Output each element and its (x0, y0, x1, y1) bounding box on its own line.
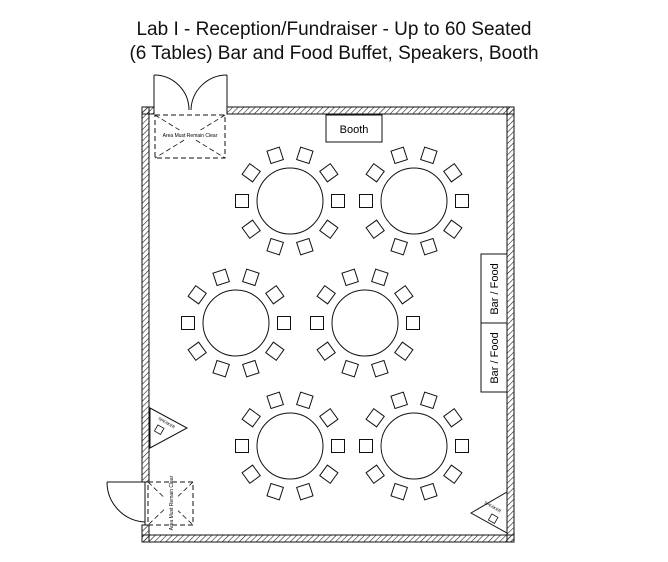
chair (266, 482, 284, 501)
round-table (235, 146, 345, 256)
chair (443, 219, 463, 239)
table-top (380, 412, 448, 480)
booth-label: Booth (340, 124, 369, 136)
chair (455, 194, 469, 208)
chair (266, 237, 284, 256)
chair (265, 341, 285, 361)
chair (319, 163, 339, 183)
speaker-left: SPEAKER (149, 407, 189, 449)
speaker-right: SPEAKER (469, 491, 508, 534)
table-top (380, 167, 448, 235)
clear-area-side: Area Must Remain Clear (147, 475, 194, 530)
room-walls (141, 106, 515, 543)
chair (331, 194, 345, 208)
chair (241, 464, 261, 484)
seating-tables (181, 146, 469, 501)
chair (455, 439, 469, 453)
chair (266, 146, 284, 165)
chair (235, 194, 249, 208)
chair (235, 439, 249, 453)
chair (390, 237, 408, 256)
chair (420, 482, 438, 501)
chair (187, 285, 207, 305)
chair (371, 359, 389, 378)
table-top (256, 412, 324, 480)
chair (241, 163, 261, 183)
chair (319, 219, 339, 239)
chair (365, 163, 385, 183)
chair (331, 439, 345, 453)
chair (319, 464, 339, 484)
chair (310, 316, 324, 330)
chair (443, 464, 463, 484)
chair (365, 408, 385, 428)
clear-area-top: Area Must Remain Clear (154, 114, 226, 159)
chair (241, 219, 261, 239)
chair (242, 359, 260, 378)
chair (371, 268, 389, 287)
chair (359, 194, 373, 208)
clear-area-top-label: Area Must Remain Clear (163, 133, 218, 139)
round-table (181, 268, 291, 378)
chair (277, 316, 291, 330)
bar-food-label-1: Bar / Food (489, 263, 501, 314)
chair (241, 408, 261, 428)
chair (265, 285, 285, 305)
double-door-icon (153, 74, 228, 111)
chair (365, 464, 385, 484)
side-door-icon (106, 481, 146, 525)
chair (181, 316, 195, 330)
chair (316, 285, 336, 305)
chair (390, 391, 408, 410)
chair (365, 219, 385, 239)
chair (390, 482, 408, 501)
speaker-icon (153, 424, 165, 436)
chair (406, 316, 420, 330)
bar-food-label-2: Bar / Food (489, 332, 501, 383)
chair (341, 359, 359, 378)
chair (296, 482, 314, 501)
title-line-1: Lab I - Reception/Fundraiser - Up to 60 … (136, 19, 532, 40)
chair (341, 268, 359, 287)
chair (316, 341, 336, 361)
title-line-2: (6 Tables) Bar and Food Buffet, Speakers… (129, 43, 539, 64)
chair (212, 268, 230, 287)
round-table (310, 268, 420, 378)
chair (420, 237, 438, 256)
speaker-icon (487, 513, 499, 525)
chair (266, 391, 284, 410)
chair (390, 146, 408, 165)
chair (296, 146, 314, 165)
bar-food-counter: Bar / Food Bar / Food (480, 253, 508, 393)
chair (420, 391, 438, 410)
chair (212, 359, 230, 378)
chair (443, 163, 463, 183)
chair (420, 146, 438, 165)
chair (296, 391, 314, 410)
round-table (359, 391, 469, 501)
chair (242, 268, 260, 287)
table-top (202, 289, 270, 357)
table-top (256, 167, 324, 235)
clear-area-side-label: Area Must Remain Clear (169, 475, 175, 530)
chair (319, 408, 339, 428)
chair (187, 341, 207, 361)
table-top (331, 289, 399, 357)
round-table (359, 146, 469, 256)
chair (394, 285, 414, 305)
booth: Booth (325, 114, 383, 143)
chair (443, 408, 463, 428)
chair (394, 341, 414, 361)
chair (296, 237, 314, 256)
round-table (235, 391, 345, 501)
chair (359, 439, 373, 453)
